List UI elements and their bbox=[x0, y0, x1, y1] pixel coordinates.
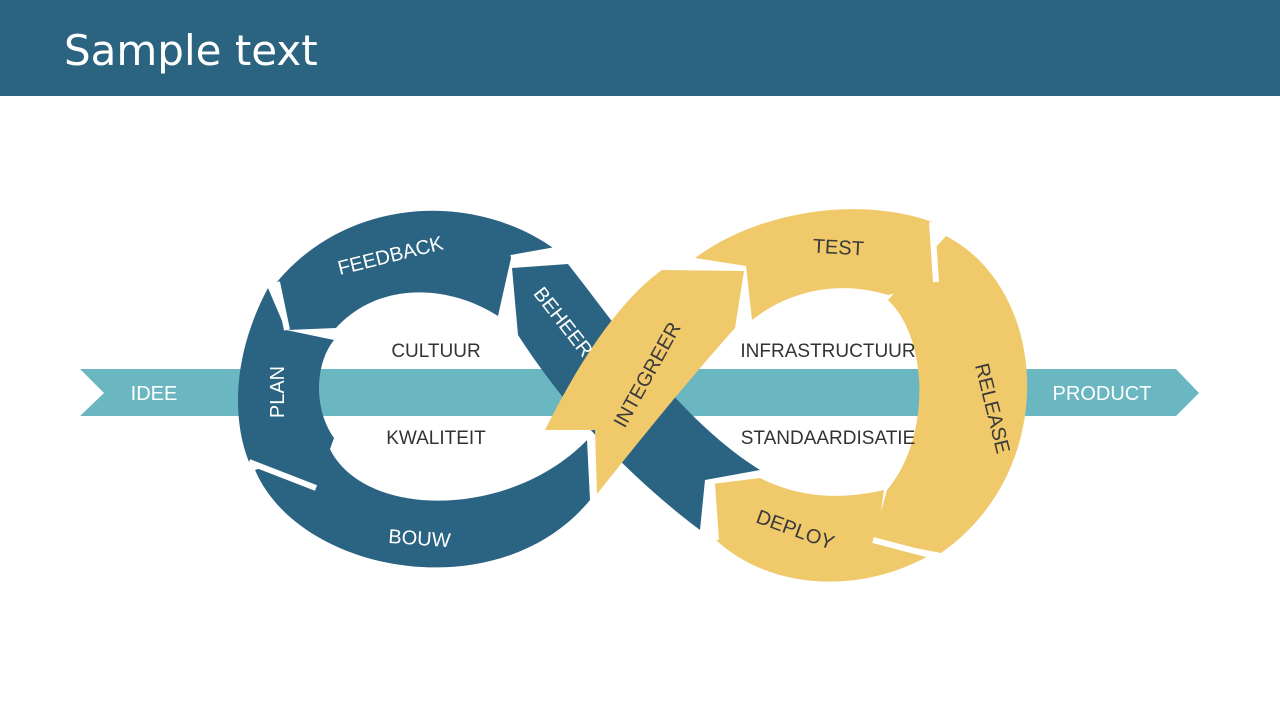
arrow-start-label: IDEE bbox=[131, 383, 178, 405]
slide-title: Sample text bbox=[64, 26, 318, 75]
infrastructuur-label: INFRASTRUCTUUR bbox=[740, 341, 915, 362]
segment-bouw bbox=[255, 440, 590, 568]
cultuur-label: CULTUUR bbox=[391, 341, 480, 362]
standaardisatie-label: STANDAARDISATIE bbox=[741, 428, 916, 449]
segment-plan bbox=[237, 288, 334, 488]
title-bar: Sample text bbox=[0, 0, 1280, 96]
test-label: TEST bbox=[812, 236, 864, 261]
segment-integreer bbox=[545, 270, 744, 494]
segment-feedback bbox=[277, 210, 556, 330]
segment-deploy bbox=[712, 478, 930, 582]
segment-release bbox=[873, 236, 1028, 553]
kwaliteit-label: KWALITEIT bbox=[386, 428, 486, 449]
bouw-label: BOUW bbox=[388, 526, 452, 552]
segment-gaps bbox=[247, 221, 939, 558]
arrow-end-label: PRODUCT bbox=[1053, 383, 1152, 405]
plan-label: PLAN bbox=[267, 366, 289, 418]
segment-test bbox=[695, 209, 936, 320]
